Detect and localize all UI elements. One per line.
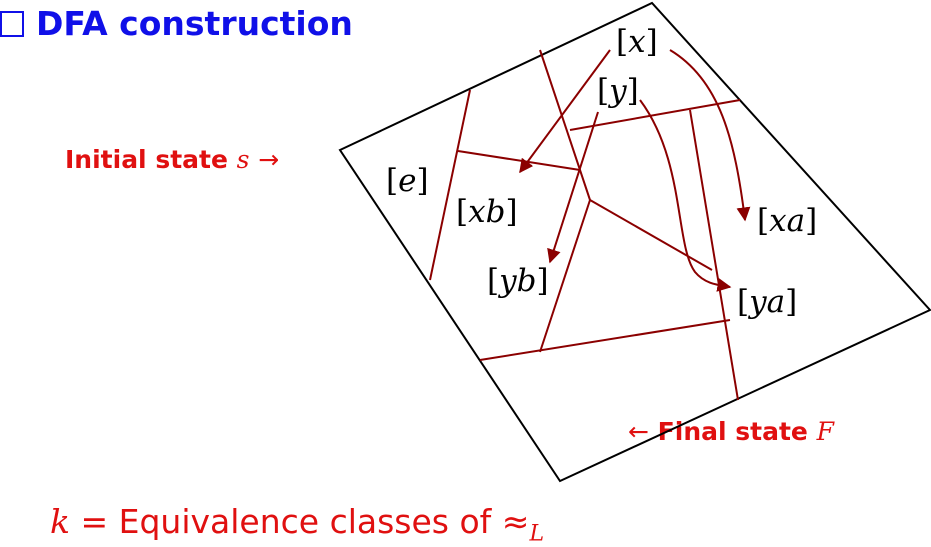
initial-state-text: Initial state [65,145,228,174]
title-text: DFA construction [36,4,353,43]
partition-line [457,150,581,171]
class-xa: [xa] [757,203,817,239]
caption-subscript: L [529,521,545,547]
partition-line [589,199,713,271]
svg-text:[xb]: [xb] [456,194,518,230]
svg-text:[ya]: [ya] [737,284,797,320]
initial-state-label: Initial state s → [65,145,279,174]
class-yb: [yb] [487,263,549,299]
svg-text:[xa]: [xa] [757,203,817,239]
initial-state-var: s [236,145,250,174]
svg-text:[y]: [y] [597,73,639,109]
transition-arrows [519,49,751,292]
checkbox-square-icon [0,11,24,37]
class-x: [x] [616,24,658,60]
state-space-outline [338,1,931,483]
partition-line [479,319,731,361]
partition-line [539,199,591,353]
left-arrow-icon: ← [628,417,649,446]
final-state-text: Final state [657,417,808,446]
class-e: [e] [386,163,429,199]
svg-text:[x]: [x] [616,24,658,60]
transition-arrow-x-to-xb [519,49,611,174]
transition-arrow-y-to-ya [639,99,732,292]
final-state-var: F [816,417,834,446]
partition-lines [429,49,741,401]
partition-line [429,89,471,281]
svg-text:[e]: [e] [386,163,429,199]
equivalence-caption: k = Equivalence classes of ≈L [50,502,544,547]
class-xb: [xb] [456,194,518,230]
partition-line [539,49,591,201]
slide-title: DFA construction [0,4,353,43]
transition-arrow-x-to-xa [669,49,751,222]
caption-var-k: k [50,502,70,541]
right-arrow-icon: → [258,145,280,174]
class-y: [y] [597,73,639,109]
transition-arrow-y-to-yb [547,111,599,264]
svg-text:[yb]: [yb] [487,263,549,299]
final-state-label: ← Final state F [628,417,834,446]
caption-text: = Equivalence classes of ≈ [70,502,530,541]
partition-line [689,109,739,401]
partition-line [569,99,741,131]
class-ya: [ya] [737,284,797,320]
